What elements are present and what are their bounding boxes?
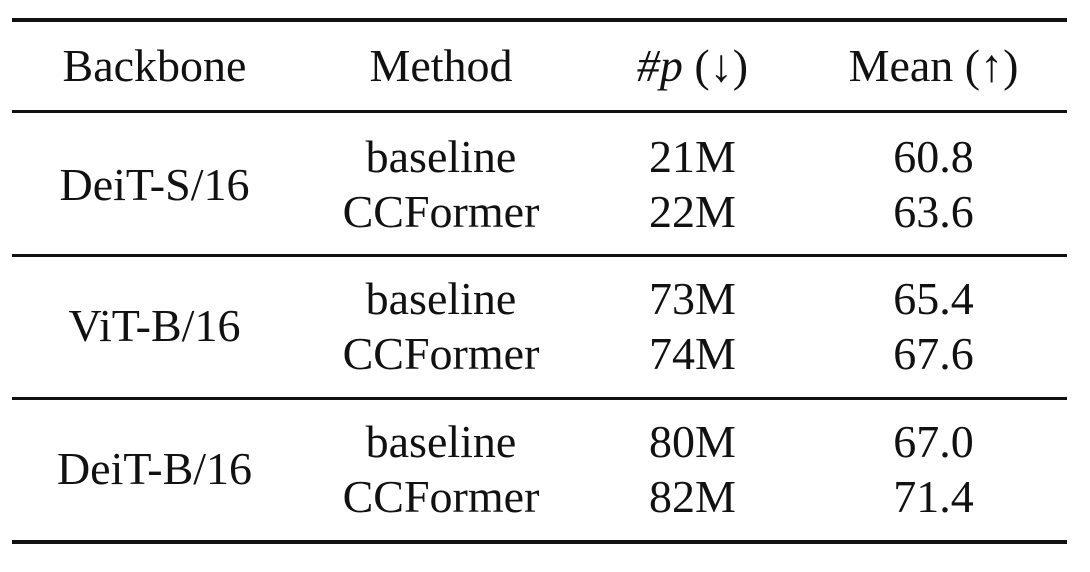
mean-cell: 65.4	[893, 273, 974, 324]
method-cell: baseline	[365, 273, 517, 324]
method-cell: baseline	[365, 131, 517, 182]
group-separator-1	[12, 254, 1067, 257]
method-cell: CCFormer	[342, 186, 540, 237]
params-cell: 21M	[649, 131, 736, 182]
method-cell: baseline	[365, 416, 517, 467]
method-cell: CCFormer	[342, 471, 540, 522]
mean-cell: 71.4	[893, 471, 974, 522]
header-mean: Mean (↑)	[848, 40, 1019, 91]
params-arrow: (↓)	[694, 40, 749, 91]
backbone-cell: DeiT-S/16	[59, 159, 250, 210]
params-cell: 73M	[649, 273, 736, 324]
params-cell: 22M	[649, 186, 736, 237]
header-backbone: Backbone	[62, 40, 247, 91]
mean-cell: 60.8	[893, 131, 974, 182]
params-variable: p	[659, 40, 683, 91]
mean-cell: 63.6	[893, 186, 974, 237]
header-method: Method	[369, 40, 513, 91]
backbone-cell: ViT-B/16	[68, 300, 241, 351]
mean-cell: 67.6	[893, 328, 974, 379]
mean-cell: 67.0	[893, 416, 974, 467]
header-params: #p (↓)	[585, 38, 800, 94]
backbone-cell: DeiT-B/16	[56, 443, 253, 494]
method-cell: CCFormer	[342, 328, 540, 379]
group-separator-2	[12, 397, 1067, 400]
params-cell: 80M	[649, 416, 736, 467]
table-top-rule	[12, 18, 1067, 22]
params-cell: 74M	[649, 328, 736, 379]
params-hash: #	[636, 40, 660, 91]
table-bottom-rule	[12, 540, 1067, 544]
header-rule	[12, 110, 1067, 113]
params-cell: 82M	[649, 471, 736, 522]
